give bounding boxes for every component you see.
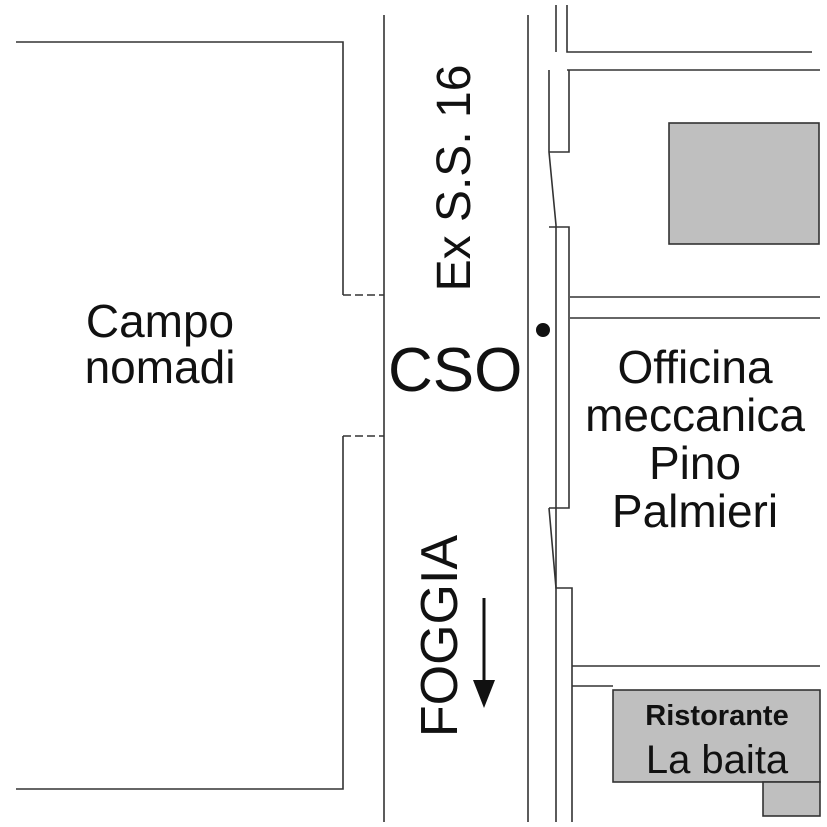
direction-label: FOGGIA — [411, 534, 469, 738]
restaurant-label-line2: La baita — [645, 738, 789, 782]
sidewalk-top-right — [566, 5, 812, 53]
camp-boundary-lower — [16, 436, 344, 790]
building-top-right — [668, 122, 820, 245]
workshop-label: Officina meccanica Pino Palmieri — [565, 343, 825, 535]
building-restaurant-annex — [762, 781, 821, 817]
sidewalk-segment-1 — [548, 70, 557, 822]
restaurant-label-line1: Ristorante — [645, 700, 789, 732]
sidewalk-segment-3 — [549, 226, 570, 509]
direction-arrow-icon — [473, 598, 495, 708]
camp-boundary — [16, 41, 344, 295]
sidewalk-segment-4 — [548, 507, 573, 822]
workshop-label-text: Officina meccanica Pino Palmieri — [585, 341, 805, 537]
location-dot — [536, 323, 550, 337]
building-restaurant — [612, 689, 821, 783]
road-label: Ex S.S. 16 — [428, 64, 481, 292]
camp-label-text: Campo nomadi — [84, 295, 236, 393]
cso-label: CSO — [388, 336, 523, 405]
camp-label: Campo nomadi — [40, 298, 280, 390]
sidewalk-segment-2 — [549, 70, 570, 153]
